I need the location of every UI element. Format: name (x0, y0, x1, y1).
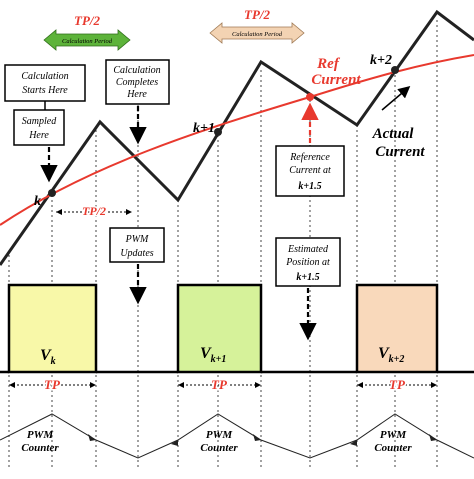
sample-label-k1: k+1 (193, 121, 215, 136)
svg-text:Sampled: Sampled (22, 116, 57, 127)
pulse-label-vk: Vk (40, 347, 56, 367)
calc-period-left-label: Calculation Period (62, 38, 113, 45)
actual-current-label-2: Current (375, 144, 425, 160)
svg-text:PWM: PWM (380, 429, 408, 441)
sample-point-k1 (214, 128, 222, 136)
svg-text:Calculation: Calculation (113, 65, 160, 76)
sample-label-k: k (34, 194, 41, 209)
callout-reference-current: Reference Current at k+1.5 (275, 145, 345, 197)
ref-current-label-2: Current (311, 72, 361, 88)
svg-text:PWM: PWM (206, 429, 234, 441)
svg-text:Updates: Updates (120, 248, 153, 259)
calc-period-arrow-right: Calculation Period (209, 22, 305, 44)
ref-current-line (0, 54, 474, 226)
ref-current-label-1: Ref (316, 56, 341, 72)
pulse-label-vk1: Vk+1 (200, 345, 226, 365)
svg-text:k+1.5: k+1.5 (298, 181, 321, 192)
svg-text:Here: Here (28, 130, 49, 141)
pulse-vk1 (176, 283, 263, 374)
tp-label-3: TP (389, 377, 406, 392)
svg-text:PWM: PWM (125, 234, 149, 245)
pwm-counter-label-3: PWM Counter (374, 429, 412, 454)
tp-half-left: TP/2 (74, 13, 100, 28)
calc-period-right-label: Calculation Period (232, 31, 283, 38)
tp-label-1: TP (44, 377, 61, 392)
pwm-counter-arrowheads (88, 434, 437, 446)
calc-period-arrow-left: Calculation Period (43, 29, 131, 51)
svg-text:Current at: Current at (289, 165, 331, 176)
tp-half-right: TP/2 (244, 7, 270, 22)
actual-current-label-1: Actual (372, 126, 415, 142)
callout-calc-starts: Calculation Starts Here (4, 64, 86, 102)
svg-text:Calculation: Calculation (21, 71, 68, 82)
mid-tp-half-label: TP/2 (82, 204, 106, 218)
tp-label-2: TP (211, 377, 228, 392)
svg-text:PWM: PWM (27, 429, 55, 441)
pwm-counter-label-1: PWM Counter (21, 429, 59, 454)
svg-text:Position at: Position at (285, 257, 330, 268)
actual-current-pointer (381, 86, 411, 111)
pwm-counter-label-2: PWM Counter (200, 429, 238, 454)
svg-text:Here: Here (126, 89, 147, 100)
pulse-vk2 (355, 283, 439, 374)
callout-calc-completes: Calculation Completes Here (105, 59, 170, 105)
svg-text:Counter: Counter (21, 442, 59, 454)
sample-label-k2: k+2 (370, 53, 392, 68)
svg-text:Completes: Completes (116, 77, 158, 88)
svg-text:Starts Here: Starts Here (22, 85, 68, 96)
sample-point-k (48, 189, 56, 197)
svg-text:Counter: Counter (374, 442, 412, 454)
svg-text:Counter: Counter (200, 442, 238, 454)
sample-point-k2 (391, 66, 399, 74)
actual-current-line (0, 9, 474, 266)
ref-point-k15 (306, 93, 314, 101)
svg-text:Estimated: Estimated (287, 244, 329, 255)
svg-text:k+1.5: k+1.5 (296, 272, 319, 283)
pulse-label-vk2: Vk+2 (378, 345, 404, 365)
callout-pwm-updates: PWM Updates (109, 227, 165, 263)
callout-estimated-position: Estimated Position at k+1.5 (275, 237, 341, 287)
svg-text:Reference: Reference (289, 152, 330, 163)
callout-sampled: Sampled Here (13, 109, 65, 146)
pulse-vk (7, 283, 98, 374)
